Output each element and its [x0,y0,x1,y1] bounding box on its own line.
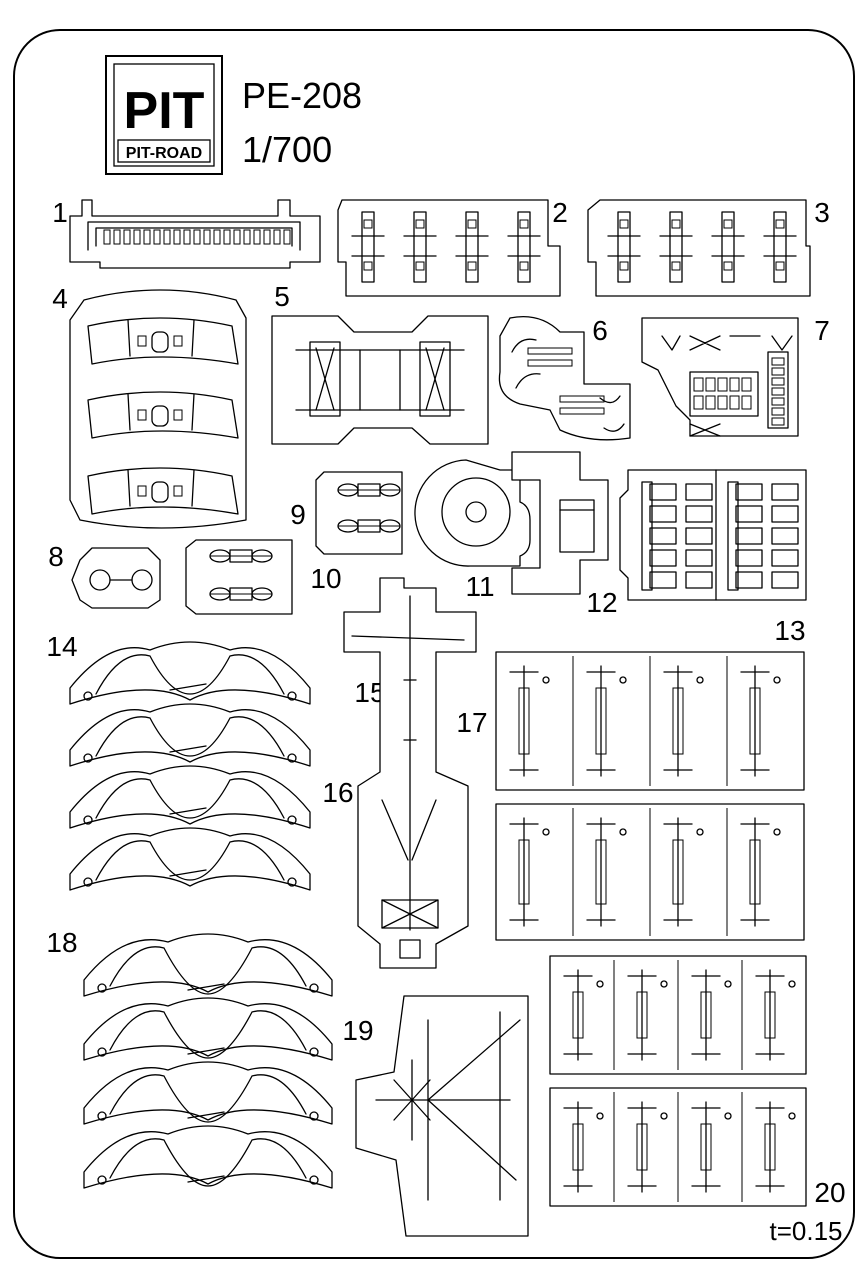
fret-border [13,29,855,1259]
part-18 [83,933,333,1189]
part-4 [69,289,247,529]
part-label-13: 13 [774,615,805,646]
part-label-18: 18 [46,927,77,958]
part-label-14: 14 [46,631,77,662]
part-label-9: 9 [290,499,306,530]
part-5 [271,315,489,445]
pit-road-logo: PIT PIT-ROAD [105,55,223,175]
part-label-12: 12 [586,587,617,618]
part-9 [315,471,403,555]
part-13 [619,469,807,601]
part-label-16: 16 [322,777,353,808]
part-label-8: 8 [48,541,64,572]
part-label-19: 19 [342,1015,373,1046]
part-label-17: 17 [456,707,487,738]
part-number-labels: 1 2 3 4 5 6 7 8 9 10 11 12 13 14 15 16 1… [46,197,845,1208]
part-3 [587,199,811,297]
part-label-5: 5 [274,281,290,312]
part-15-16 [343,577,477,969]
part-7 [641,317,799,437]
part-label-4: 4 [52,283,68,314]
part-label-11: 11 [465,571,494,602]
part-label-3: 3 [814,197,830,228]
thickness-label: t=0.15 [769,1216,842,1246]
part-1 [69,199,321,269]
part-8 [71,547,161,609]
logo-brand: PIT-ROAD [126,145,202,162]
part-label-10: 10 [310,563,341,594]
part-12 [511,451,609,595]
part-2 [337,199,561,297]
part-label-2: 2 [552,197,568,228]
part-label-20: 20 [814,1177,845,1208]
part-20 [549,955,807,1207]
part-14 [69,641,311,891]
part-label-7: 7 [814,315,830,346]
part-11 [414,459,531,567]
part-label-1: 1 [52,197,68,228]
part-19 [355,995,529,1237]
part-label-6: 6 [592,315,608,346]
product-code: PE-208 [242,75,362,116]
part-10 [185,539,293,615]
part-6 [498,315,631,441]
logo-letters: PIT [124,82,205,140]
part-17 [495,651,805,941]
scale-label: 1/700 [242,129,332,170]
